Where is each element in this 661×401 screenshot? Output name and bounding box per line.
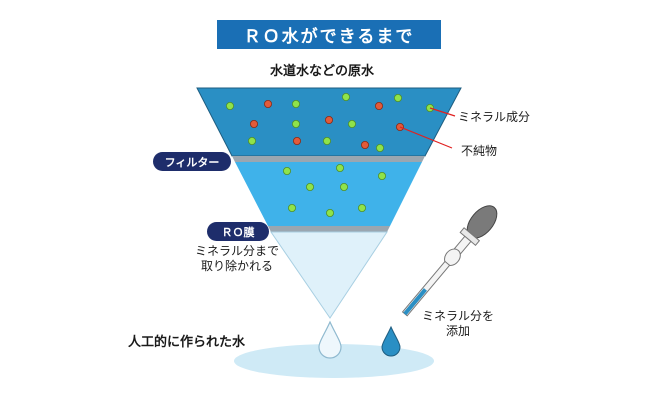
mineral-dot bbox=[393, 94, 402, 103]
mineral-dot bbox=[305, 182, 314, 191]
mineral-dot bbox=[225, 102, 234, 111]
add-minerals-line1: ミネラル分を bbox=[421, 309, 494, 323]
add-minerals-caption: ミネラル分を 添加 bbox=[416, 309, 500, 339]
ro-membrane-layer bbox=[268, 226, 390, 232]
mineral-dot bbox=[375, 143, 384, 152]
dropper bbox=[401, 205, 498, 317]
mineral-dot bbox=[377, 171, 386, 180]
mineral-dot bbox=[347, 120, 356, 129]
ro-water-drop bbox=[318, 320, 342, 359]
mineral-dot bbox=[341, 93, 350, 102]
impurities-pointer bbox=[399, 126, 453, 149]
impurity-dot bbox=[374, 102, 383, 111]
mineral-dot bbox=[325, 208, 334, 217]
source-water-label: 水道水などの原水 bbox=[270, 64, 375, 79]
filter-tag-label: フィルター bbox=[164, 155, 220, 169]
mineral-dot bbox=[335, 163, 344, 172]
impurity-dot bbox=[263, 100, 272, 109]
ro-water-layer bbox=[270, 231, 388, 319]
impurities-label: 不純物 bbox=[461, 144, 498, 158]
mineral-dot bbox=[339, 182, 348, 191]
mineral-water-drop bbox=[381, 325, 401, 357]
title-banner: ＲＯ水ができるまで bbox=[217, 20, 441, 49]
mineral-dot bbox=[247, 136, 256, 145]
title-text: ＲＯ水ができるまで bbox=[243, 27, 415, 47]
ro-description-line1: ミネラル分まで bbox=[194, 244, 279, 258]
mineral-dot bbox=[357, 203, 366, 212]
impurity-dot bbox=[292, 136, 301, 145]
mineral-dot bbox=[322, 136, 331, 145]
add-minerals-line2: 添加 bbox=[445, 324, 470, 338]
filter-tag: フィルター bbox=[153, 152, 231, 171]
impurity-dot bbox=[249, 120, 258, 129]
dropper-liquid bbox=[403, 288, 427, 316]
minerals-pointer bbox=[429, 107, 456, 117]
result-label: 人工的に作られた水 bbox=[128, 335, 246, 350]
ro-membrane-tag: ＲＯ膜 bbox=[207, 222, 269, 241]
mineral-dot bbox=[287, 203, 296, 212]
filter-layer bbox=[232, 156, 425, 162]
ro-description: ミネラル分まで 取り除かれる bbox=[192, 244, 282, 274]
filtered-water-layer bbox=[235, 162, 422, 226]
mineral-dot bbox=[291, 120, 300, 129]
mineral-dot bbox=[282, 166, 291, 175]
impurity-dot bbox=[324, 116, 333, 125]
impurity-dot bbox=[360, 140, 369, 149]
ro-description-line2: 取り除かれる bbox=[200, 259, 273, 273]
minerals-label: ミネラル成分 bbox=[458, 110, 531, 124]
ro-membrane-tag-label: ＲＯ膜 bbox=[221, 225, 255, 239]
mineral-dot bbox=[291, 100, 300, 109]
